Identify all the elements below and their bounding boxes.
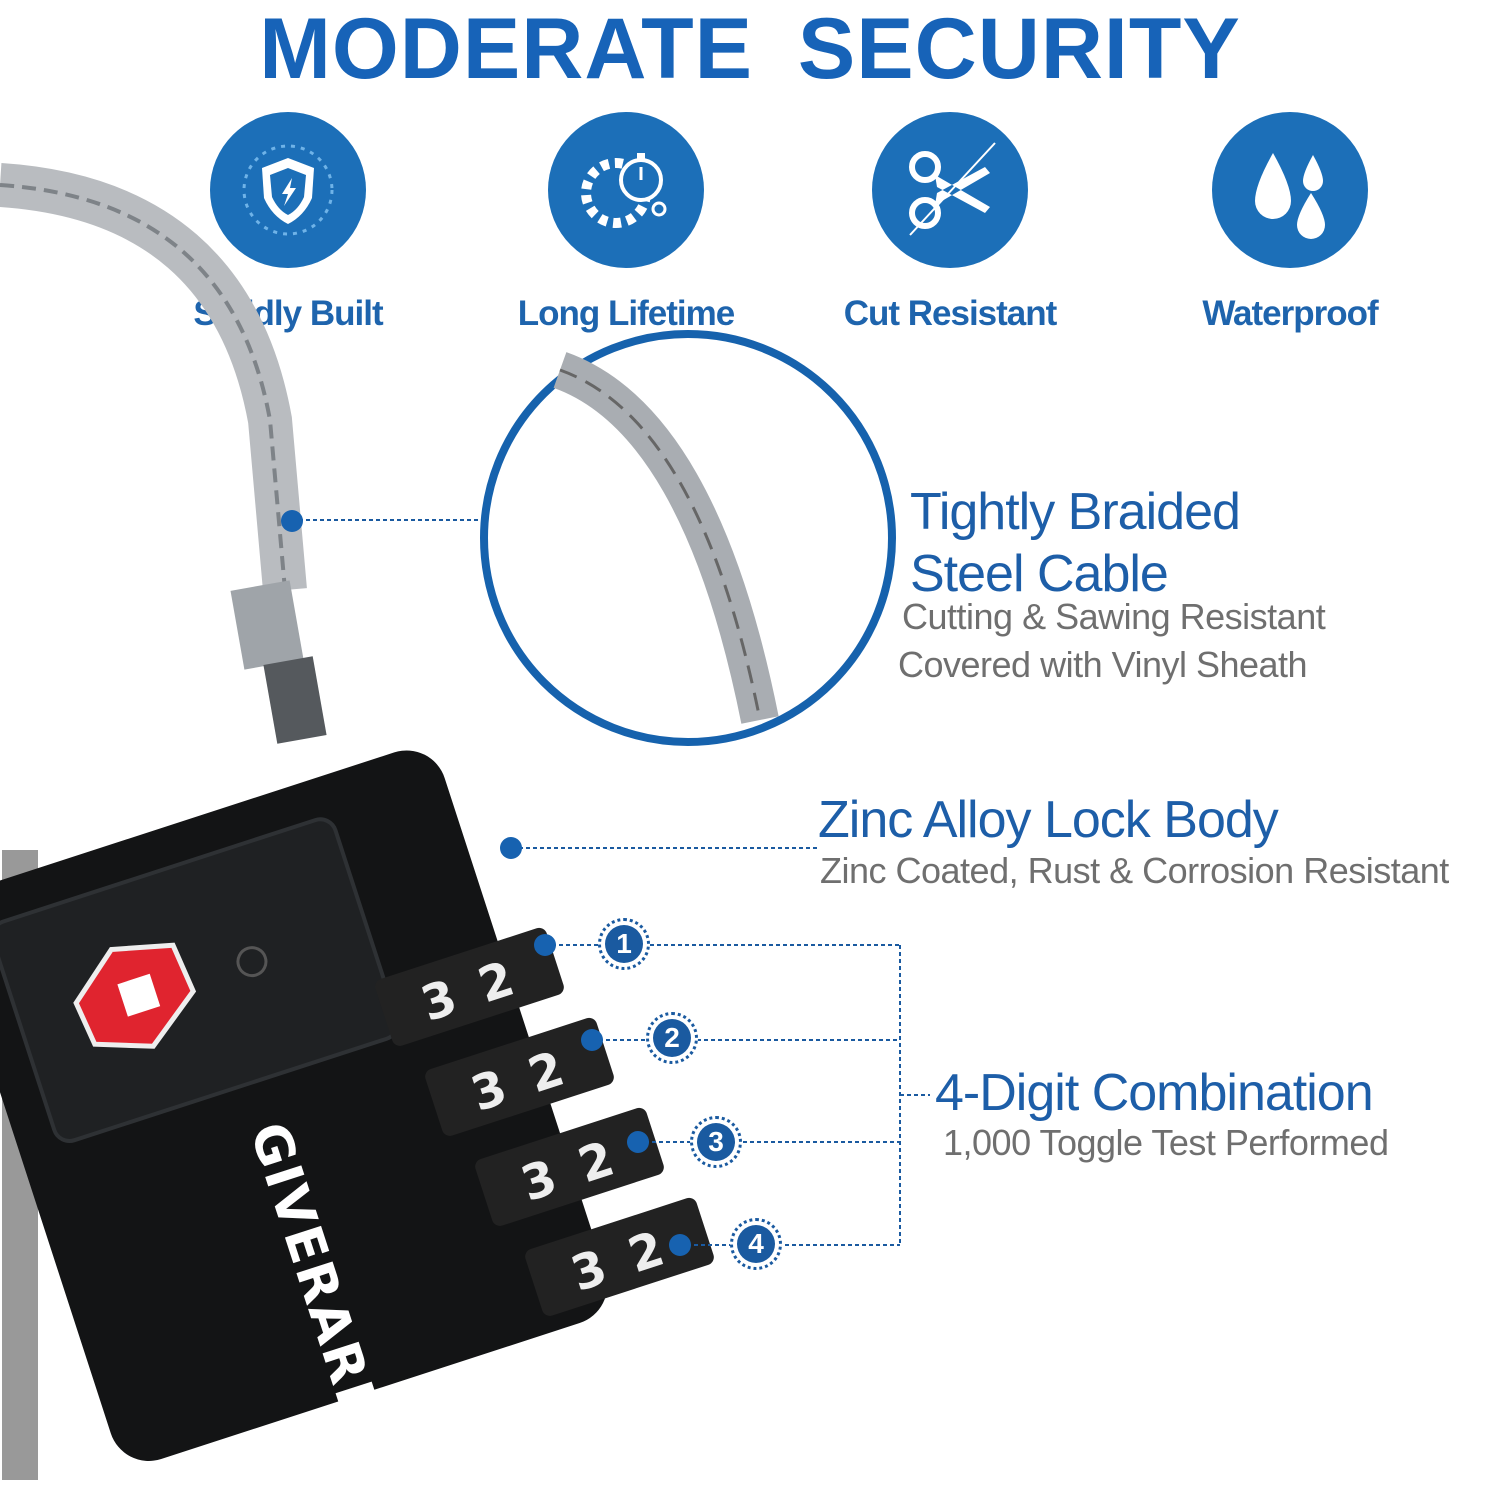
gear-stopwatch-icon (548, 112, 704, 268)
feature-label: Waterproof (1202, 294, 1378, 333)
dial-pointer-dot (581, 1029, 603, 1051)
cable-heading-2: Steel Cable (910, 545, 1169, 603)
body-sub: Zinc Coated, Rust & Corrosion Resistant (820, 850, 1449, 891)
step-badge: 2 (646, 1012, 698, 1064)
dial-pointer-dot (627, 1131, 649, 1153)
feature-label: Long Lifetime (517, 294, 735, 333)
feature-waterproof: Waterproof (1130, 112, 1450, 334)
combination-heading: 4-Digit Combination (935, 1064, 1374, 1122)
step-badge: 3 (690, 1116, 742, 1168)
page-title: MODERATE SECURITY (259, 1, 1241, 97)
body-heading: Zinc Alloy Lock Body (818, 791, 1279, 849)
dial-pointer-dot (669, 1234, 691, 1256)
feature-long-lifetime: Long Lifetime (466, 112, 786, 334)
step-number: 1 (605, 925, 643, 963)
combination-sub: 1,000 Toggle Test Performed (943, 1122, 1389, 1163)
cable-sub-2: Covered with Vinyl Sheath (898, 644, 1308, 685)
step-badge: 4 (730, 1218, 782, 1270)
cable-heading-1: Tightly Braided (910, 483, 1241, 541)
shield-icon (210, 112, 366, 268)
step-number: 4 (737, 1225, 775, 1263)
dial-pointer-dot (534, 934, 556, 956)
feature-cut-resistant: Cut Resistant (790, 112, 1110, 334)
step-number: 3 (697, 1123, 735, 1161)
cable-sub-1: Cutting & Sawing Resistant (902, 596, 1326, 637)
body-pointer-dot (500, 837, 522, 859)
step-badge: 1 (598, 918, 650, 970)
steel-cable (0, 163, 307, 592)
scissors-icon (872, 112, 1028, 268)
cable-pointer-dot (281, 510, 303, 532)
feature-label: Cut Resistant (843, 294, 1058, 333)
water-drops-icon (1212, 112, 1368, 268)
step-number: 2 (653, 1019, 691, 1057)
lock-body (0, 750, 608, 1461)
